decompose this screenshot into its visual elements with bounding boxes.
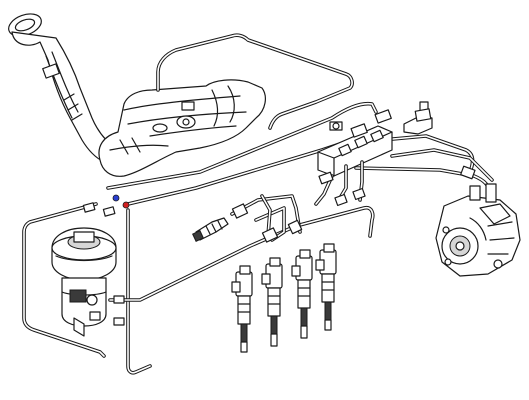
injector-1 <box>231 265 253 353</box>
injector-pipes <box>230 194 303 243</box>
fuel-rail <box>314 101 433 207</box>
injector-3 <box>291 249 313 339</box>
pressure-sensor <box>192 217 229 242</box>
fuel-tank <box>98 79 266 177</box>
injectors <box>231 243 337 353</box>
blue-marker <box>112 194 120 202</box>
fuel-filter <box>51 227 117 337</box>
injector-4 <box>315 243 337 331</box>
filler-neck <box>8 13 119 163</box>
injector-2 <box>261 257 283 347</box>
red-marker <box>122 201 130 209</box>
high-pressure-pump <box>435 183 521 277</box>
